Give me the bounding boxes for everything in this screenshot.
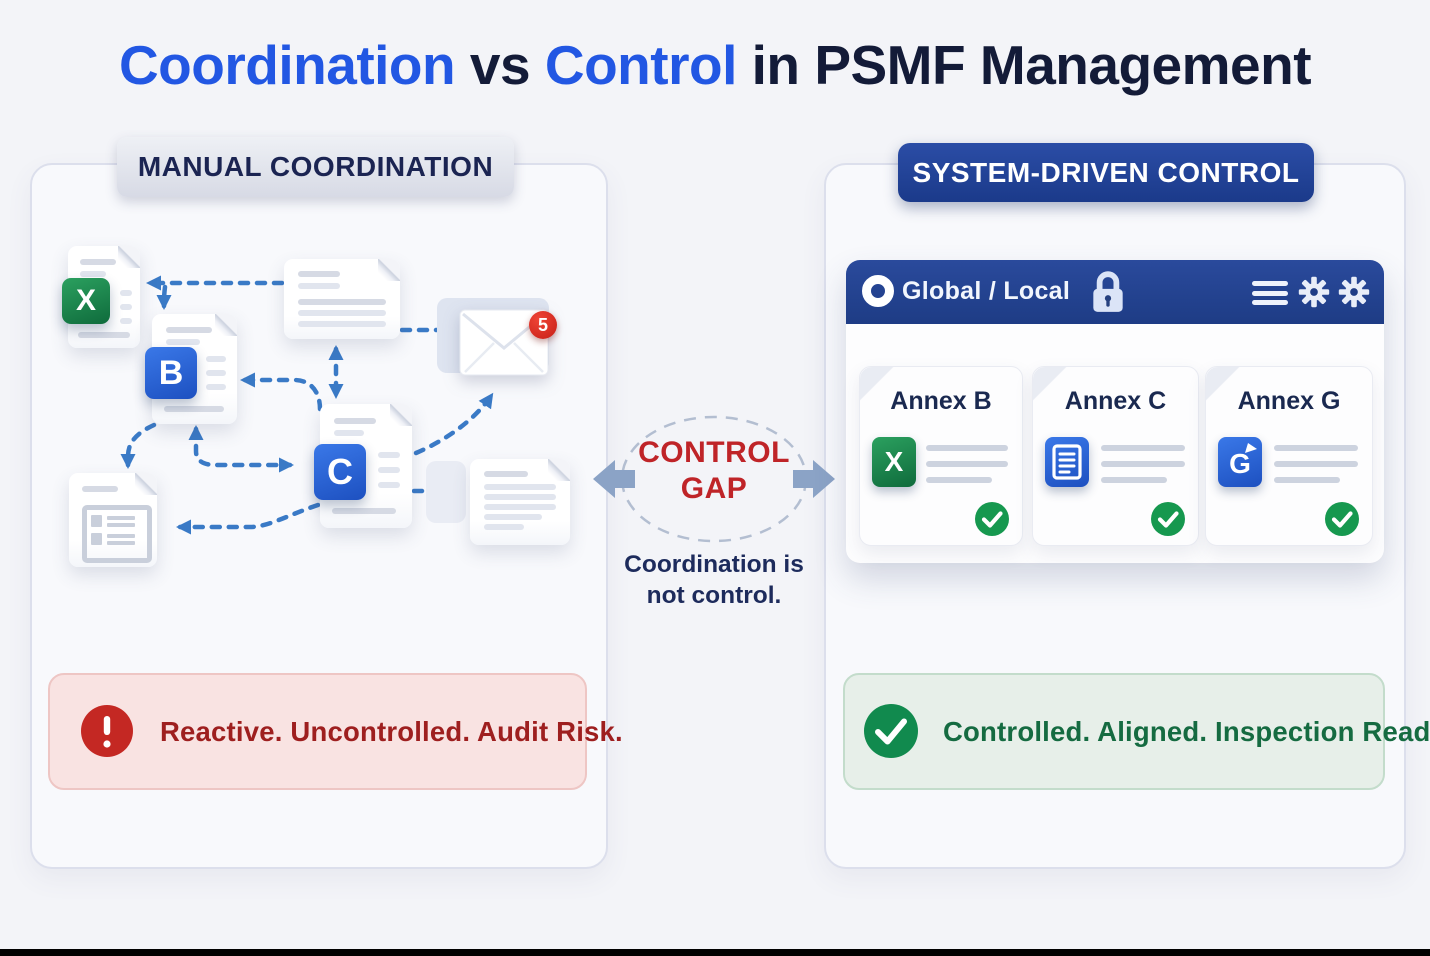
doc-lines-icon (1045, 437, 1089, 487)
page-fold-icon (378, 259, 400, 281)
check-icon (1151, 502, 1185, 536)
check-icon (1325, 502, 1359, 536)
form-doc-icon (69, 473, 157, 567)
psmf-window: Global / Local (846, 260, 1384, 563)
card-fold-icon (1206, 367, 1240, 401)
report-doc-icon (470, 459, 570, 545)
page-title: Coordination vs Control in PSMF Manageme… (0, 33, 1430, 97)
doc-b-badge-icon: B (145, 347, 197, 399)
email-unread-count: 5 (537, 314, 548, 335)
annex-card-title: Annex C (1064, 387, 1167, 415)
excel-x-letter: X (75, 284, 96, 317)
doc-c-badge-icon: C (314, 444, 366, 500)
word-b-doc-icon: B (145, 314, 237, 424)
email-icon (459, 309, 549, 376)
system-panel-header-badge: SYSTEM-DRIVEN CONTROL (898, 143, 1314, 202)
control-gap-line2: GAP (680, 472, 748, 505)
check-icon (975, 502, 1009, 536)
card-fold-icon (860, 367, 894, 401)
page-fold-icon (215, 314, 237, 336)
gap-caption-line2: not control. (646, 582, 782, 609)
doc-b-letter: B (158, 353, 184, 392)
doc-c-icon: C (314, 404, 412, 528)
table-glyph-icon (82, 505, 152, 563)
annex-card-title: Annex G (1237, 387, 1341, 415)
notes-doc-icon (284, 259, 400, 339)
status-check-icon (864, 704, 918, 758)
window-title: Global / Local (902, 277, 1071, 305)
annex-card-title: Annex B (890, 387, 992, 415)
report-shadow-card (426, 461, 466, 523)
control-gap-ellipse (593, 415, 835, 543)
email-unread-badge: 5 (529, 311, 557, 339)
doc-c-letter: C (327, 451, 353, 492)
gap-right-arrow-icon (793, 460, 835, 498)
gap-left-arrow-icon (593, 460, 635, 498)
menu-icon (1252, 281, 1288, 305)
card-fold-icon (1033, 367, 1067, 401)
annex-icon-letter: X (884, 446, 904, 477)
lock-icon (1093, 271, 1123, 312)
sync-g-icon: G (1218, 437, 1262, 487)
title-word-coordination: Coordination (118, 34, 456, 96)
alert-text: Reactive. Uncontrolled. Audit Risk. (160, 715, 623, 747)
record-ring-icon (862, 275, 894, 307)
title-word-vs: vs (455, 34, 545, 96)
status-banner: Controlled. Aligned. Inspection Ready. (843, 673, 1430, 790)
status-text: Controlled. Aligned. Inspection Ready. (943, 715, 1430, 747)
title-word-rest: in PSMF Management (736, 34, 1312, 96)
control-gap-cluster: CONTROL GAP (585, 408, 843, 554)
page-fold-icon (118, 246, 140, 268)
annex-icon-letter: G (1229, 448, 1251, 479)
page-fold-icon (135, 473, 157, 495)
window-titlebar: Global / Local (846, 260, 1384, 324)
alert-banner: Reactive. Uncontrolled. Audit Risk. (48, 673, 623, 790)
excel-x-badge-icon: X (62, 278, 110, 324)
gear-icon (1338, 276, 1370, 308)
manual-panel-header-badge: MANUAL COORDINATION (117, 137, 514, 197)
title-word-control: Control (544, 34, 738, 96)
gap-caption-line1: Coordination is (624, 551, 804, 578)
control-gap-label: CONTROL GAP (585, 435, 843, 507)
page-fold-icon (390, 404, 412, 426)
page-fold-icon (548, 459, 570, 481)
excel-x-icon: X (872, 437, 916, 487)
gap-caption: Coordination is not control. (585, 549, 843, 611)
control-gap-line1: CONTROL (638, 436, 790, 469)
excel-doc-icon: X (62, 246, 140, 348)
manual-coordination-diagram: X B 5 (30, 163, 604, 865)
annex-card-b: Annex B X (859, 366, 1023, 546)
alert-icon (81, 705, 133, 757)
annex-card-c: Annex C (1032, 366, 1199, 546)
gear-icon (1298, 276, 1330, 308)
bottom-bar (0, 949, 1430, 956)
annex-card-g: Annex G G (1205, 366, 1373, 546)
